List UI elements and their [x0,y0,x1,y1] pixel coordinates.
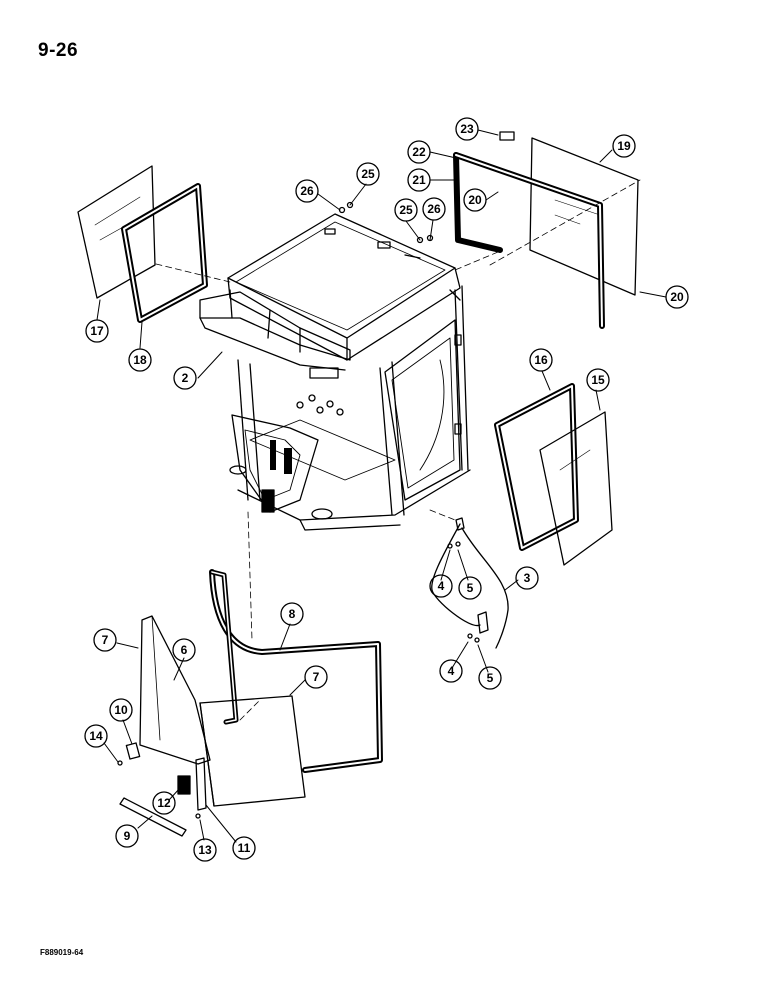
callout-number: 23 [460,122,474,136]
callout-number: 11 [238,841,251,855]
callout-number: 20 [670,290,684,304]
callout-20a: 20 [463,188,487,212]
callout-9: 9 [115,824,139,848]
callout-number: 5 [467,581,474,595]
callout-number: 4 [438,579,445,593]
callout-15: 15 [586,368,610,392]
callout-number: 18 [133,353,147,367]
rear-latch [499,131,515,141]
callout-number: 2 [182,371,189,385]
callout-number: 9 [124,829,131,843]
callout-number: 15 [591,373,605,387]
rear-window-glass [529,137,639,296]
callouts: 2 3 4 5 4 5 6 7 7 8 9 10 11 12 13 14 15 … [84,117,689,862]
callout-number: 13 [198,843,212,857]
callout-21: 21 [407,168,431,192]
callout-number: 17 [90,324,104,338]
callout-number: 25 [399,203,413,217]
callout-10: 10 [109,698,133,722]
callout-17: 17 [85,319,109,343]
callout-number: 10 [114,703,128,717]
callout-number: 6 [181,643,188,657]
callout-7a: 7 [93,628,117,652]
hinge-rod [431,517,509,649]
callout-number: 4 [448,664,455,678]
callout-number: 7 [102,633,109,647]
callout-22: 22 [407,140,431,164]
callout-3: 3 [515,566,539,590]
door-window-seal [494,383,579,551]
callout-26b: 26 [422,197,446,221]
callout-number: 19 [617,139,631,153]
left-window-glass [77,165,156,299]
callout-7b: 7 [304,665,328,689]
sill-strip [119,797,187,837]
latch-bracket [125,742,141,760]
callout-number: 8 [289,607,296,621]
callout-5a: 5 [458,576,482,600]
callout-number: 22 [412,145,426,159]
callout-20b: 20 [665,285,689,309]
vertical-strip [195,757,207,811]
callout-number: 12 [157,796,171,810]
callout-14: 14 [84,724,108,748]
callout-25a: 25 [356,162,380,186]
callout-8: 8 [280,602,304,626]
callout-6: 6 [172,638,196,662]
front-window-lower-glass [199,695,306,807]
callout-number: 3 [524,571,531,585]
callout-2: 2 [173,366,197,390]
callout-25b: 25 [394,198,418,222]
callout-26a: 26 [295,179,319,203]
callout-19: 19 [612,134,636,158]
callout-number: 16 [534,353,548,367]
figure-code: F889019-64 [40,948,84,957]
callout-number: 21 [412,173,426,187]
rear-window-seal [453,152,605,329]
front-window-seal [209,569,383,773]
callout-number: 26 [427,202,441,216]
page-number: 9-26 [38,40,79,61]
callout-number: 20 [468,193,482,207]
callout-4b: 4 [439,659,463,683]
callout-11: 11 [232,836,256,860]
callout-23: 23 [455,117,479,141]
cab-frame [199,213,471,531]
callout-12: 12 [152,791,176,815]
callout-number: 26 [300,184,314,198]
callout-18: 18 [128,348,152,372]
door-window-glass [539,411,613,566]
callout-13: 13 [193,838,217,862]
callout-number: 14 [89,729,103,743]
front-window-upper-glass [139,615,211,765]
callout-number: 7 [313,670,320,684]
callout-4a: 4 [429,574,453,598]
callout-number: 5 [487,671,494,685]
catch-bracket [177,775,191,795]
callout-number: 25 [361,167,375,181]
callout-16: 16 [529,348,553,372]
left-window-seal [121,183,208,323]
callout-5b: 5 [478,666,502,690]
